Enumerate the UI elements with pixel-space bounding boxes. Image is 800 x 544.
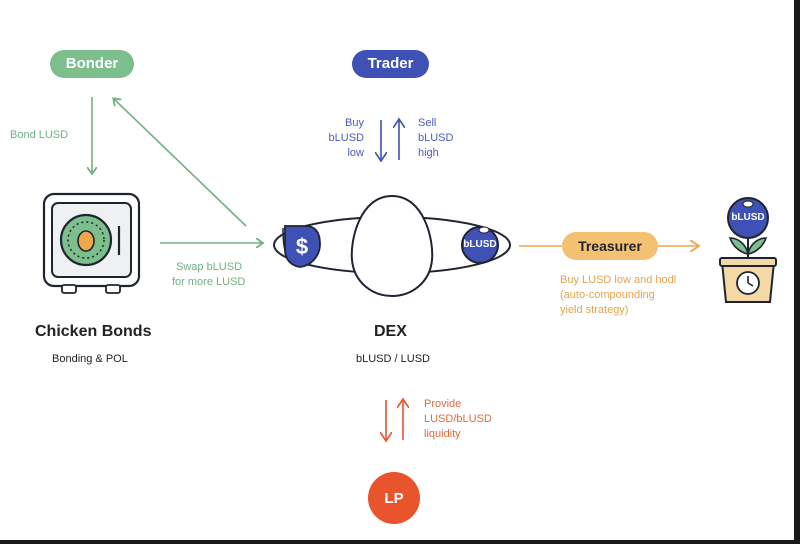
plant-blusd-label: bLUSD [731,212,765,223]
frame-right-edge [794,0,800,544]
frame-bottom-edge [0,540,800,544]
treasurer-line1: Buy LUSD low and hodl [560,274,677,286]
blusd-token-icon [461,226,499,264]
chicken-bonds-subtitle: Bonding & POL [52,353,128,365]
bonder-label: Bonder [65,55,119,72]
return-arrow [114,99,247,227]
sell-line3: high [418,147,439,159]
provide-line1: Provide [424,398,462,410]
buy-line3: low [347,147,364,159]
lp-circle [368,472,420,524]
bonder-pill [50,50,134,78]
trader-label: Trader [367,55,414,72]
swap-label-line1: Swap bLUSD [176,261,243,273]
chicken-bonds-title: Chicken Bonds [35,323,152,340]
dex-subtitle: bLUSD / LUSD [356,353,430,365]
treasurer-line3: yield strategy) [560,304,629,316]
swap-label-line2: for more LUSD [172,276,246,288]
bond-lusd-label: Bond LUSD [10,129,69,141]
dex-title: DEX [374,323,407,340]
plant-pot-icon [719,197,777,303]
provide-line2: LUSD/bLUSD [424,413,492,425]
treasurer-line2: (auto-compounding [560,289,655,301]
treasurer-label: Treasurer [578,238,642,254]
trader-pill [352,50,429,78]
safe-with-egg-icon [42,192,141,294]
lusd-dollar-icon: $ [282,225,321,268]
svg-text:$: $ [296,234,308,259]
buy-line2: bLUSD [328,132,364,144]
sell-line2: bLUSD [418,132,454,144]
provide-line3: liquidity [424,428,461,440]
buy-line1: Buy [345,117,364,129]
blusd-token-label: bLUSD [463,239,497,250]
lp-label: LP [384,490,404,507]
treasurer-pill [562,232,658,260]
sell-line1: Sell [418,117,437,129]
dex-pool-shape [273,194,511,298]
